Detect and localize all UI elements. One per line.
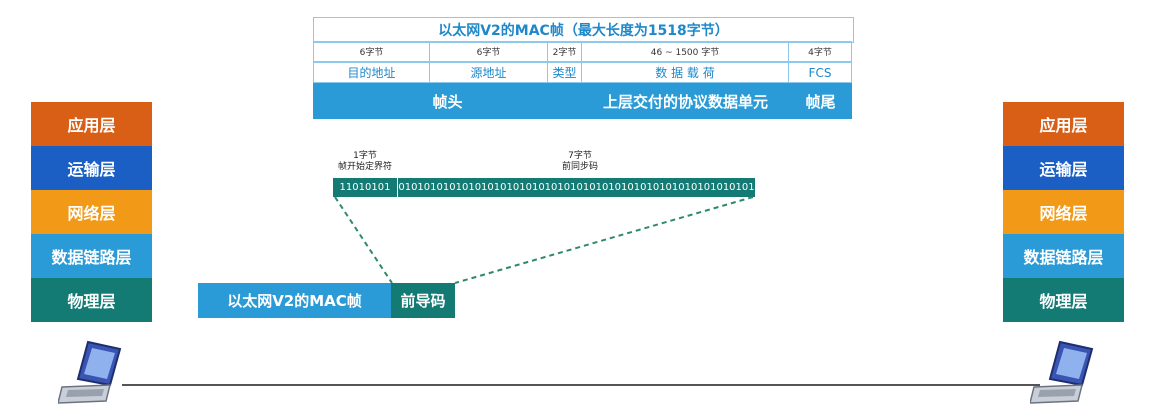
- mac-frame-block: 以太网V2的MAC帧: [198, 283, 391, 318]
- preamble-block: 前导码: [391, 283, 455, 318]
- group-trailer: 帧尾: [805, 92, 836, 111]
- field-size-fcs: 4字节: [788, 41, 852, 62]
- field-name-fcs: FCS: [788, 62, 852, 83]
- right-layer-physical: 物理层: [1003, 278, 1124, 322]
- sfd-bits: 11010101: [333, 178, 397, 197]
- frame-group-bar: 帧头 上层交付的协议数据单元 帧尾: [313, 83, 852, 119]
- right-layer-transport: 运输层: [1003, 146, 1124, 190]
- zoom-line-left: [334, 196, 393, 284]
- laptop-icon: [58, 340, 122, 404]
- left-layer-datalink: 数据链路层: [31, 234, 152, 278]
- sfd-label: 1字节 帧开始定界符: [325, 151, 405, 173]
- left-layer-application: 应用层: [31, 102, 152, 146]
- group-header: 帧头: [432, 92, 463, 111]
- left-layer-transport: 运输层: [31, 146, 152, 190]
- left-protocol-stack: 应用层 运输层 网络层 数据链路层 物理层: [31, 102, 152, 322]
- right-layer-application: 应用层: [1003, 102, 1124, 146]
- frame-title: 以太网V2的MAC帧（最大长度为1518字节）: [313, 17, 854, 43]
- sync-label: 7字节 前同步码: [540, 151, 620, 173]
- right-layer-datalink: 数据链路层: [1003, 234, 1124, 278]
- sfd-size: 1字节: [353, 151, 377, 161]
- group-pdu: 上层交付的协议数据单元: [602, 92, 768, 111]
- sfd-name: 帧开始定界符: [337, 162, 392, 172]
- left-layer-physical: 物理层: [31, 278, 152, 322]
- right-layer-network: 网络层: [1003, 190, 1124, 234]
- zoom-line-right: [454, 196, 754, 284]
- right-protocol-stack: 应用层 运输层 网络层 数据链路层 物理层: [1003, 102, 1124, 322]
- laptop-icon: [1030, 340, 1094, 404]
- sync-name: 前同步码: [561, 162, 598, 172]
- sync-bits: 0101010101010101010101010101010101010101…: [398, 178, 755, 197]
- sync-size: 7字节: [568, 151, 592, 161]
- left-layer-network: 网络层: [31, 190, 152, 234]
- mac-frame-structure: 以太网V2的MAC帧（最大长度为1518字节） 6字节 6字节 2字节 46 ~…: [313, 17, 854, 119]
